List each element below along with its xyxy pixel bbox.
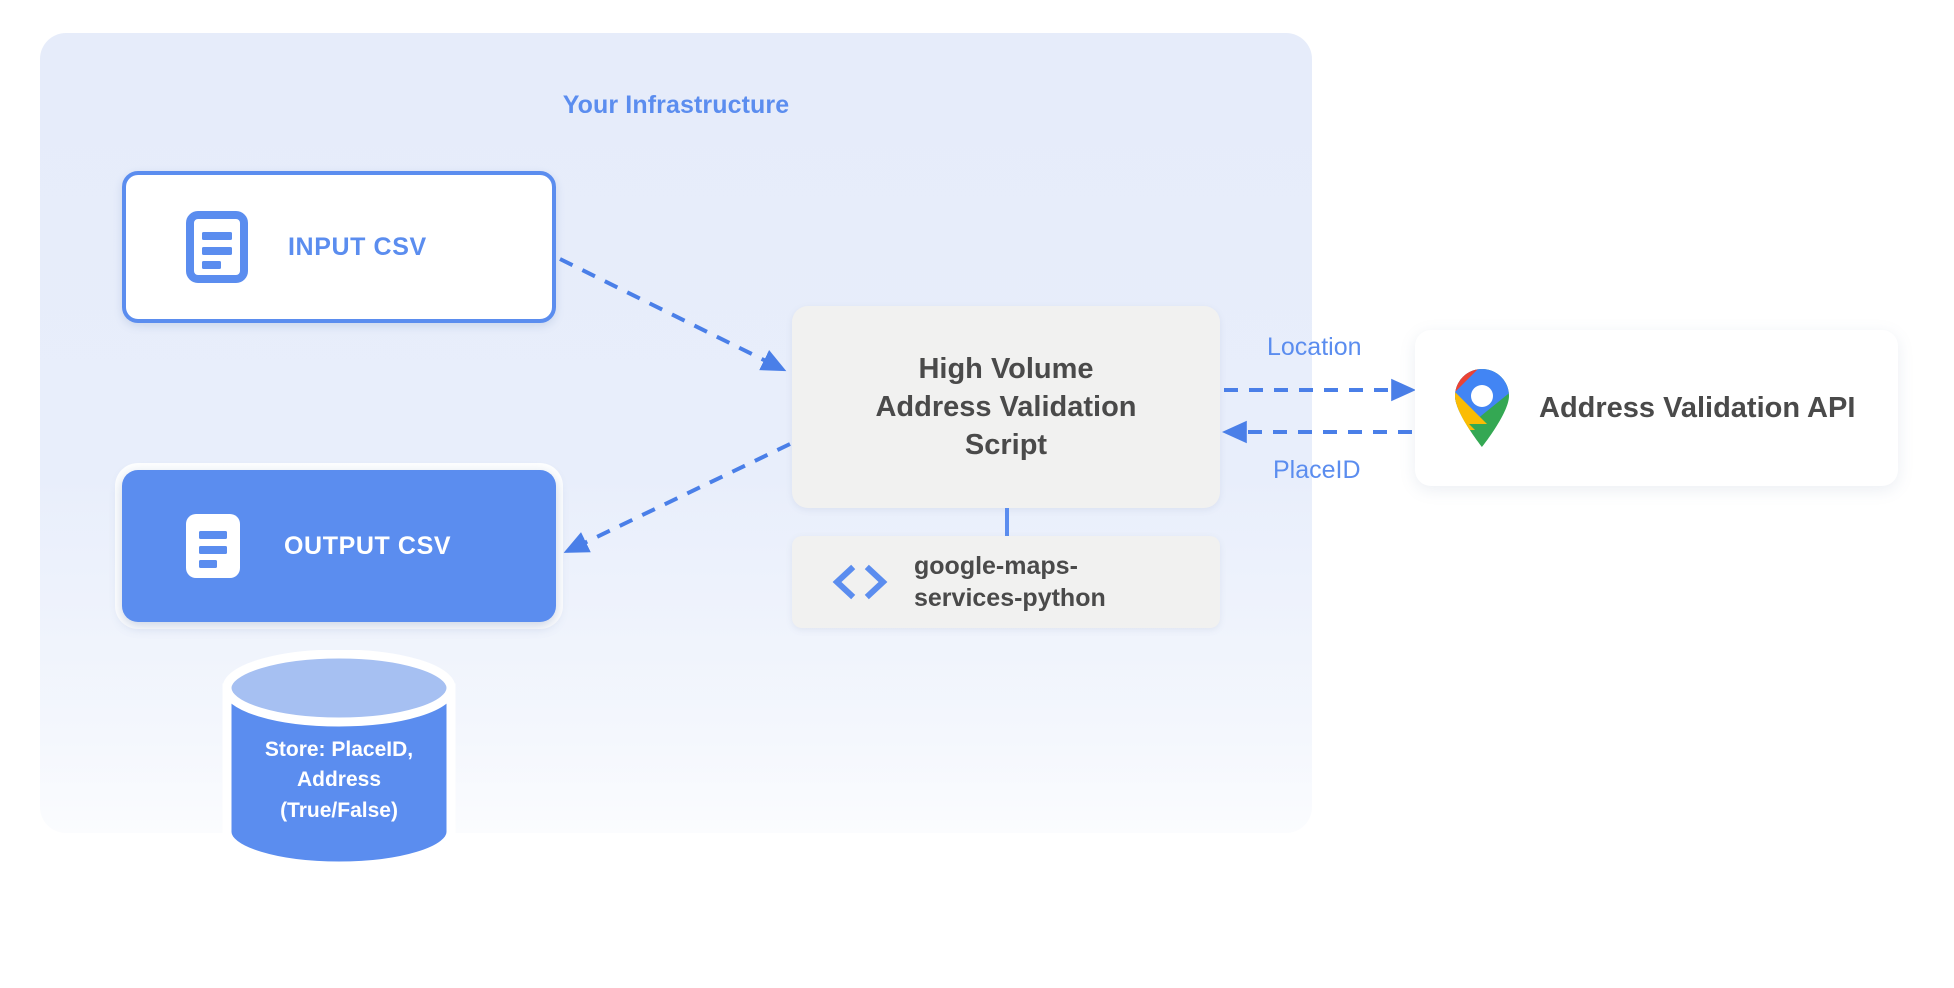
script-line-1: High Volume bbox=[918, 352, 1094, 385]
edge-label-placeid: PlaceID bbox=[1273, 456, 1361, 484]
library-line-1: google-maps- bbox=[914, 552, 1078, 580]
output-csv-label: OUTPUT CSV bbox=[284, 531, 452, 560]
library-node[interactable]: google-maps- services-python bbox=[792, 536, 1220, 628]
output-csv-node[interactable]: OUTPUT CSV bbox=[122, 470, 556, 622]
script-node[interactable]: High Volume Address Validation Script bbox=[792, 306, 1220, 508]
database-cylinder[interactable] bbox=[219, 650, 459, 870]
input-csv-node[interactable]: INPUT CSV bbox=[122, 171, 556, 323]
script-library-connector bbox=[1005, 508, 1009, 536]
api-label: Address Validation API bbox=[1539, 391, 1856, 424]
script-line-2: Address Validation bbox=[875, 390, 1137, 423]
google-maps-pin-icon bbox=[1454, 368, 1510, 448]
document-icon bbox=[186, 514, 240, 578]
library-label: google-maps- services-python bbox=[914, 550, 1106, 614]
input-csv-label: INPUT CSV bbox=[288, 232, 427, 261]
address-validation-api-node[interactable]: Address Validation API bbox=[1415, 330, 1898, 486]
library-line-2: services-python bbox=[914, 584, 1106, 612]
panel-title: Your Infrastructure bbox=[562, 91, 790, 119]
code-brackets-icon bbox=[832, 564, 888, 600]
edge-label-location: Location bbox=[1267, 333, 1362, 361]
script-line-3: Script bbox=[964, 429, 1048, 462]
document-icon bbox=[186, 211, 248, 283]
script-title: High Volume Address Validation Script bbox=[875, 350, 1136, 465]
